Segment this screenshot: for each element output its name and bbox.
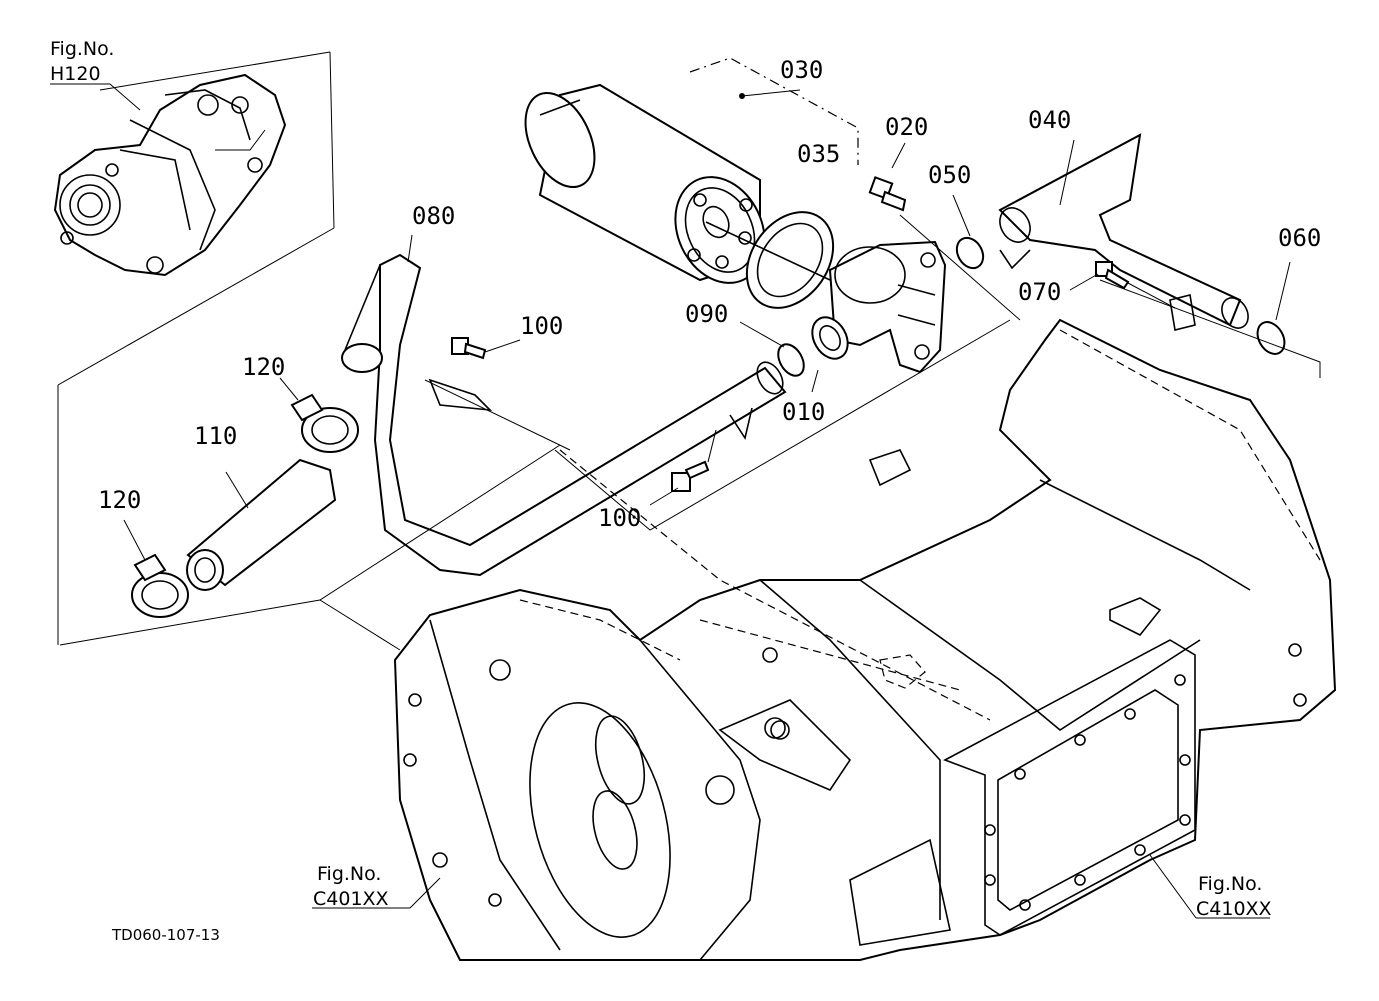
drawing-code: TD060-107-13 bbox=[111, 926, 220, 944]
callout-050: 050 bbox=[928, 161, 971, 189]
callout-040: 040 bbox=[1028, 106, 1071, 134]
callout-120-lower: 120 bbox=[98, 486, 141, 514]
callout-110: 110 bbox=[194, 422, 237, 450]
bolt-100-upper bbox=[451, 337, 521, 360]
transmission-case bbox=[50, 83, 1337, 961]
hose-110 bbox=[186, 458, 337, 591]
callout-100-upper: 100 bbox=[520, 312, 563, 340]
clamp-120-lower bbox=[123, 519, 189, 618]
clamp-120-upper bbox=[279, 377, 359, 453]
pipe-040 bbox=[998, 133, 1249, 331]
bolt-100-lower bbox=[649, 429, 717, 506]
callout-090: 090 bbox=[685, 300, 728, 328]
part-callouts: 030 020 040 035 050 060 080 100 090 070 … bbox=[98, 56, 1321, 532]
hydraulic-pump-illustration bbox=[53, 73, 287, 277]
callout-010: 010 bbox=[782, 398, 825, 426]
fig-ref-c410xx-number: C410XX bbox=[1196, 898, 1272, 920]
o-ring-060 bbox=[1256, 321, 1286, 355]
callout-020: 020 bbox=[885, 113, 928, 141]
pump-inset bbox=[53, 51, 335, 645]
fig-ref-c401xx-prefix: Fig.No. bbox=[317, 863, 381, 885]
o-ring-090 bbox=[777, 343, 805, 377]
figure-references: Fig.No. H120 Fig.No. C401XX Fig.No. C410… bbox=[50, 38, 1272, 920]
callout-060: 060 bbox=[1278, 224, 1321, 252]
callout-100-lower: 100 bbox=[598, 504, 641, 532]
fig-ref-h120-number: H120 bbox=[50, 63, 101, 85]
callout-035: 035 bbox=[797, 140, 840, 168]
callout-070: 070 bbox=[1018, 278, 1061, 306]
bolt-020 bbox=[868, 142, 907, 212]
callout-120-upper: 120 bbox=[242, 353, 285, 381]
filter-head-010 bbox=[811, 240, 947, 374]
o-ring-050 bbox=[955, 236, 985, 270]
callout-080: 080 bbox=[412, 202, 455, 230]
filter-assembly bbox=[123, 57, 1291, 618]
fig-ref-c401xx-number: C401XX bbox=[313, 888, 389, 910]
fig-ref-h120-prefix: Fig.No. bbox=[50, 38, 114, 60]
gasket-035 bbox=[745, 211, 835, 309]
bolt-070 bbox=[1069, 261, 1176, 309]
pipe-080 bbox=[341, 234, 787, 577]
callout-030: 030 bbox=[780, 56, 823, 84]
oil-filter bbox=[524, 83, 766, 284]
fig-ref-c410xx-prefix: Fig.No. bbox=[1198, 873, 1262, 895]
